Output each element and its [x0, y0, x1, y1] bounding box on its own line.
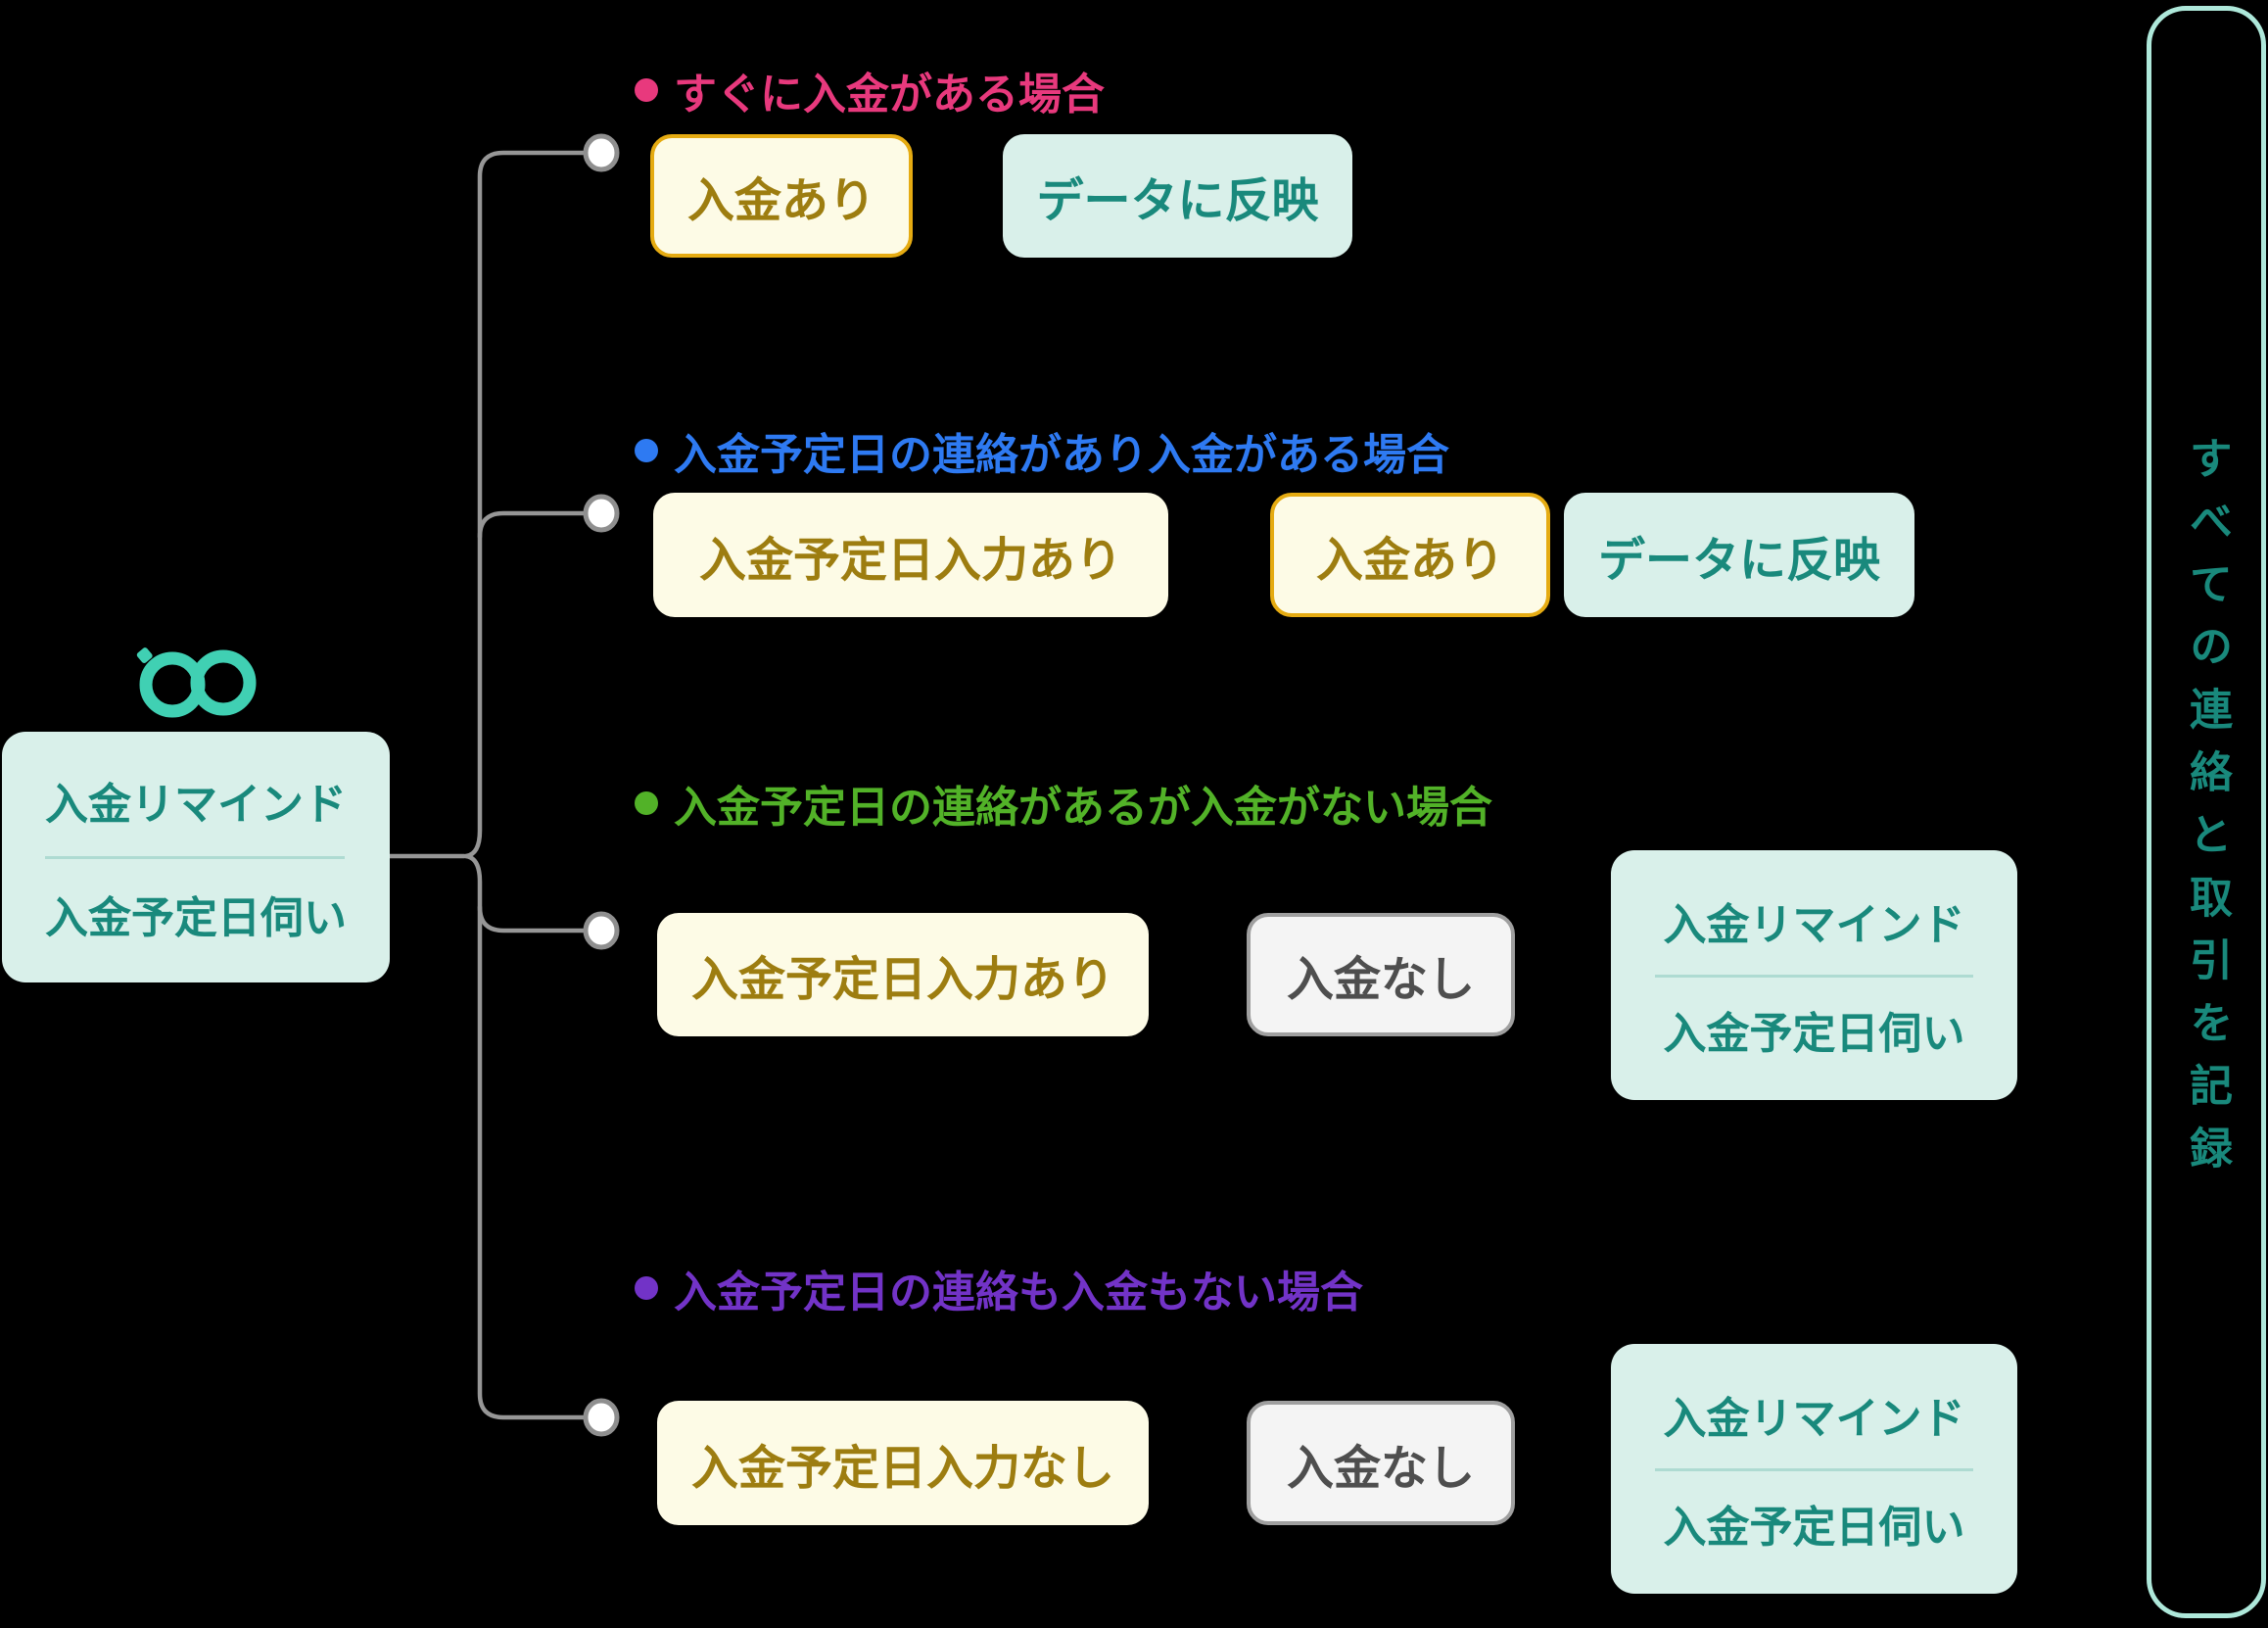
- card-text: 入金予定日入力あり: [698, 534, 1122, 587]
- card-divider: [1655, 974, 1973, 978]
- card-divider: [1655, 1467, 1973, 1471]
- card-line1: 入金リマインド: [1663, 901, 1965, 949]
- card-no-payment[interactable]: 入金なし: [1247, 913, 1515, 1036]
- card-line2: 入金予定日伺い: [1663, 1504, 1965, 1552]
- card-reflect-in-data[interactable]: データに反映: [1003, 134, 1352, 258]
- branch-anchor-circle[interactable]: [583, 1398, 620, 1437]
- card-text: 入金なし: [1286, 1442, 1475, 1495]
- bullet-dot-icon: [635, 439, 658, 462]
- card-line1: 入金リマインド: [1663, 1395, 1965, 1443]
- card-remind-and-ask-due-date[interactable]: 入金リマインド 入金予定日伺い: [1611, 850, 2017, 1100]
- card-due-date-not-entered[interactable]: 入金予定日入力なし: [657, 1401, 1149, 1525]
- connector-branch-2: [477, 510, 589, 540]
- card-line2: 入金予定日伺い: [1663, 1010, 1965, 1058]
- branch-label-date-no-payment: 入金予定日の連絡があるが入金がない場合: [635, 772, 1492, 835]
- root-node-divider: [45, 856, 345, 859]
- card-due-date-entered[interactable]: 入金予定日入力あり: [657, 913, 1149, 1036]
- bullet-dot-icon: [635, 791, 658, 815]
- branch-label-text: 入金予定日の連絡があり入金がある場合: [674, 431, 1449, 479]
- bullet-dot-icon: [635, 1276, 658, 1300]
- card-payment-received[interactable]: 入金あり: [1270, 493, 1550, 617]
- card-text: データに反映: [1036, 175, 1319, 227]
- branch-label-no-date-no-payment: 入金予定日の連絡も入金もない場合: [635, 1257, 1363, 1319]
- branch-label-text: 入金予定日の連絡があるが入金がない場合: [674, 784, 1492, 832]
- card-text: 入金あり: [1315, 534, 1504, 587]
- root-node-line2: 入金予定日伺い: [45, 894, 347, 942]
- card-text: 入金なし: [1286, 954, 1475, 1006]
- root-node-line1: 入金リマインド: [45, 781, 347, 829]
- connector-branch-4: [463, 853, 589, 1420]
- branch-label-text: すぐに入金がある場合: [674, 71, 1105, 119]
- root-node[interactable]: 入金リマインド 入金予定日伺い: [2, 732, 390, 982]
- branch-label-date-and-payment: 入金予定日の連絡があり入金がある場合: [635, 419, 1449, 482]
- side-note-text: すべての連絡と取引を記録: [2183, 436, 2231, 1188]
- card-due-date-entered[interactable]: 入金予定日入力あり: [653, 493, 1168, 617]
- card-text: 入金予定日入力なし: [690, 1442, 1114, 1495]
- connector-branch-3: [477, 904, 589, 934]
- card-text: データに反映: [1597, 534, 1880, 587]
- branch-anchor-circle[interactable]: [583, 494, 620, 533]
- card-reflect-in-data[interactable]: データに反映: [1564, 493, 1914, 617]
- branch-label-text: 入金予定日の連絡も入金もない場合: [674, 1269, 1363, 1317]
- card-text: 入金予定日入力あり: [690, 954, 1114, 1006]
- bullet-dot-icon: [635, 78, 658, 102]
- infinity-logo-icon: [136, 647, 257, 718]
- branch-label-immediate-payment: すぐに入金がある場合: [635, 59, 1105, 121]
- branch-anchor-circle[interactable]: [583, 133, 620, 172]
- card-no-payment[interactable]: 入金なし: [1247, 1401, 1515, 1525]
- card-remind-and-ask-due-date[interactable]: 入金リマインド 入金予定日伺い: [1611, 1344, 2017, 1594]
- side-note-bracket: すべての連絡と取引を記録: [2147, 6, 2266, 1618]
- connector-branch-1: [463, 150, 589, 859]
- branch-anchor-circle[interactable]: [583, 911, 620, 950]
- card-text: 入金あり: [686, 175, 875, 227]
- card-payment-received[interactable]: 入金あり: [650, 134, 913, 258]
